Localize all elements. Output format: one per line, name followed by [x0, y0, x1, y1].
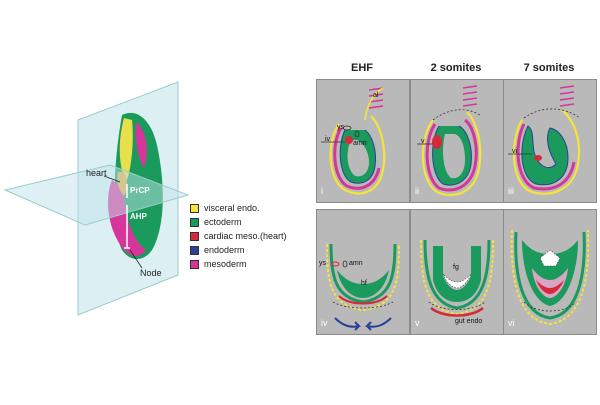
- column-header-ehf: EHF: [351, 62, 373, 74]
- label-al: al: [373, 92, 379, 99]
- prcp-label: PrCP: [130, 186, 150, 195]
- label-ys: ys: [319, 260, 326, 267]
- panel-numeral: v: [415, 318, 420, 328]
- legend: visceral endo. ectoderm cardiac meso.(he…: [190, 201, 287, 271]
- legend-label: cardiac meso.(heart): [204, 231, 287, 241]
- label-iv: iv: [325, 136, 331, 143]
- label-gut-endo: gut endo: [455, 318, 483, 325]
- legend-swatch: [190, 259, 199, 269]
- panel-numeral: iii: [508, 186, 514, 196]
- embryo-3d-drawing: [3, 81, 190, 316]
- node-label: Node: [140, 268, 162, 278]
- label-ys: ys: [337, 124, 344, 131]
- legend-item: visceral endo.: [190, 201, 287, 215]
- embryo-visceral-endoderm: [119, 118, 133, 182]
- panel-numeral: i: [321, 186, 323, 196]
- panel-iv: ys amn hf iv: [316, 209, 410, 335]
- panel-vi: vi: [503, 209, 597, 335]
- label-v: v: [421, 138, 425, 145]
- panel-numeral: ii: [415, 186, 419, 196]
- legend-item: ectoderm: [190, 215, 287, 229]
- column-header-7-somites: 7 somites: [523, 62, 575, 74]
- panel-numeral: vi: [508, 318, 515, 328]
- panel-iii: vi iii: [503, 79, 597, 203]
- legend-swatch: [190, 203, 199, 213]
- ahp-label: AHP: [130, 212, 147, 221]
- transverse-plane: [3, 164, 190, 226]
- legend-label: mesoderm: [204, 259, 247, 269]
- label-amn: amn: [349, 260, 363, 267]
- legend-item: endoderm: [190, 243, 287, 257]
- panel-i: al ys amn iv i: [316, 79, 410, 203]
- heart-label: heart: [86, 168, 107, 178]
- legend-label: ectoderm: [204, 217, 242, 227]
- legend-swatch: [190, 217, 199, 227]
- legend-item: cardiac meso.(heart): [190, 229, 287, 243]
- panel-ii: v ii: [410, 79, 504, 203]
- panel-v: fg gut endo v: [410, 209, 504, 335]
- label-fg: fg: [453, 264, 459, 271]
- label-hf: hf: [361, 280, 367, 287]
- column-header-2-somites: 2 somites: [430, 62, 482, 74]
- legend-swatch: [190, 231, 199, 241]
- legend-swatch: [190, 245, 199, 255]
- embryo-3d-figure: heart PrCP AHP Node: [0, 0, 190, 400]
- legend-label: endoderm: [204, 245, 245, 255]
- label-vi: vi: [512, 148, 518, 155]
- label-amn: amn: [353, 140, 367, 147]
- legend-label: visceral endo.: [204, 203, 260, 213]
- legend-item: mesoderm: [190, 257, 287, 271]
- panel-numeral: iv: [321, 318, 328, 328]
- embryo-headfold-mesoderm: [135, 122, 147, 168]
